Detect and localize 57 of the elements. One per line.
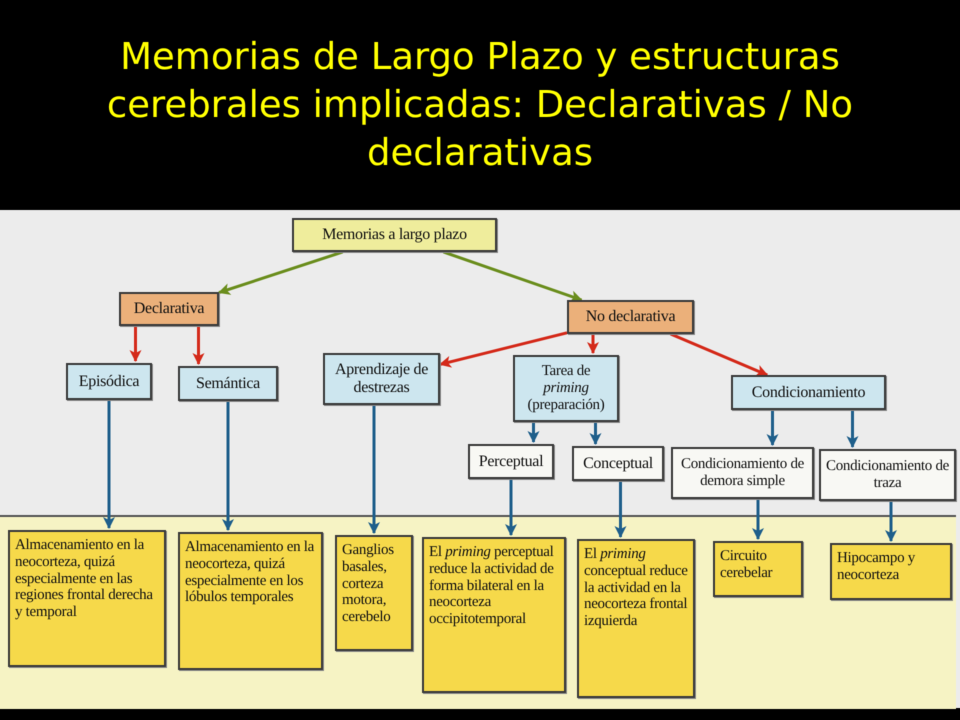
category-box xyxy=(178,366,278,401)
box-text: Condicionamiento de traza xyxy=(824,458,950,492)
description-box xyxy=(577,539,695,698)
arrow xyxy=(587,335,599,354)
arrow xyxy=(752,500,764,540)
category-box xyxy=(671,447,814,499)
arrow xyxy=(590,423,602,445)
arrow xyxy=(442,250,583,302)
arrow xyxy=(439,331,568,368)
box-text: Memorias a largo plazo xyxy=(322,226,467,244)
box-text: El priming conceptual reduce la actividad en la neocorteza frontal izquierda xyxy=(584,546,688,630)
arrow xyxy=(505,480,517,536)
arrow xyxy=(528,423,540,443)
category-box xyxy=(819,449,956,501)
arrow xyxy=(130,327,142,362)
box-text: Hipocampo y neocorteza xyxy=(837,550,916,584)
box-text: Conceptual xyxy=(583,454,653,472)
box-text: Aprendizaje de destrezas xyxy=(334,361,430,397)
arrow xyxy=(192,327,204,365)
category-box xyxy=(323,353,440,405)
category-box xyxy=(468,444,554,479)
box-text: Declarativa xyxy=(134,300,204,318)
description-box xyxy=(830,543,952,600)
title: Memorias de Largo Plazo y estructuras cerebrales implicadas: Declarativas / No declarativas xyxy=(106,34,854,176)
arrow xyxy=(222,402,234,531)
arrow xyxy=(670,332,768,376)
arrow xyxy=(846,411,858,448)
description-box xyxy=(335,535,413,651)
arrow xyxy=(218,250,344,295)
category-box xyxy=(119,292,219,326)
box-text: Tarea de priming (preparación) xyxy=(526,363,606,414)
arrow xyxy=(103,401,115,529)
box-text: No declarativa xyxy=(586,308,676,326)
box-text: Almacenamiento en la neocorteza, quizá especialmente en los lóbulos temporales xyxy=(185,539,315,606)
category-box xyxy=(567,300,694,334)
arrow xyxy=(766,411,778,446)
category-box xyxy=(513,355,619,422)
description-box xyxy=(178,532,323,670)
box-text: Episódica xyxy=(78,372,140,390)
description-box xyxy=(713,541,803,597)
category-box xyxy=(292,218,497,252)
box-text: Ganglios basales, corteza motora, cerebelo xyxy=(342,542,395,626)
box-text: Perceptual xyxy=(478,452,544,470)
box-text: Condicionamiento de demora simple xyxy=(680,456,806,490)
box-text: El priming perceptual reduce la actividad de forma bilateral en la neocorteza occipitotemporal xyxy=(429,544,555,628)
description-box xyxy=(8,530,166,667)
arrow xyxy=(368,406,380,534)
box-text: Condicionamiento xyxy=(752,384,866,402)
box-text: Almacenamiento en la neocorteza, quizá especialmente en las regiones frontal derecha y temporal xyxy=(15,537,154,621)
box-text: Semántica xyxy=(196,374,260,392)
box-text: Circuito cerebelar xyxy=(720,548,774,582)
category-box xyxy=(731,375,886,410)
description-box xyxy=(422,537,566,693)
category-box xyxy=(66,363,152,400)
arrow xyxy=(885,502,897,542)
category-box xyxy=(572,446,664,481)
arrow xyxy=(614,482,626,538)
